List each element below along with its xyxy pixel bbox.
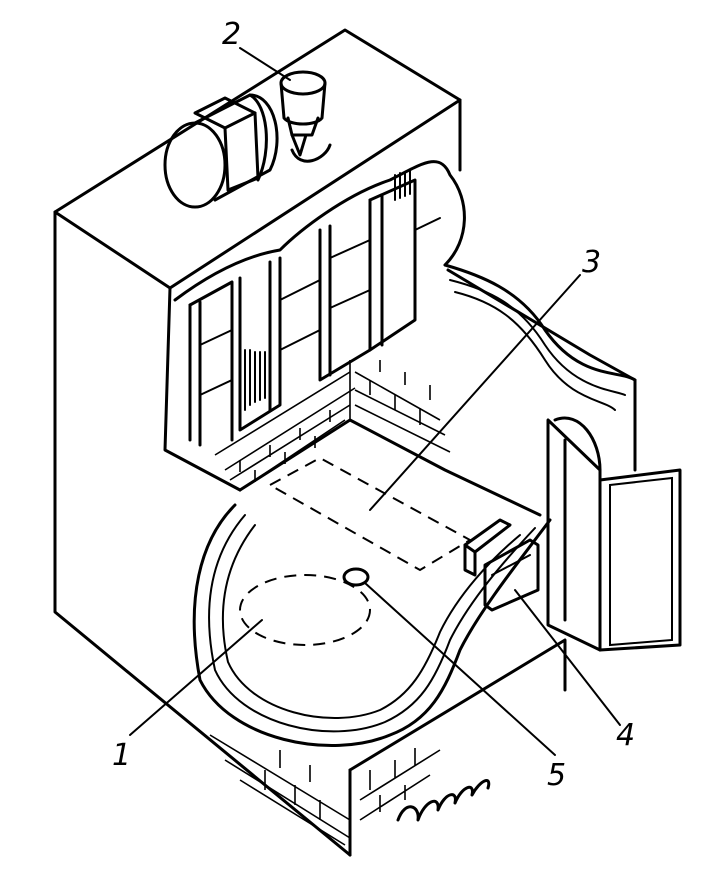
- callout-3: 3: [582, 245, 601, 280]
- brick-base: [209, 734, 491, 846]
- burner-fan-unit: [163, 70, 332, 209]
- callout-2: 2: [222, 17, 241, 52]
- leader-lines: [129, 47, 621, 756]
- radiant-chamber: [173, 160, 466, 447]
- callout-labels: 2 3 1 4 5: [112, 17, 635, 793]
- callout-1: 1: [112, 738, 131, 773]
- leader-1: [129, 619, 263, 736]
- leader-5: [364, 582, 556, 756]
- leader-4: [514, 589, 621, 726]
- leader-2: [239, 47, 291, 81]
- leader-3: [369, 274, 581, 511]
- furnace-body: [53, 28, 567, 857]
- callout-5: 5: [547, 758, 566, 793]
- brick-wall-back: [214, 360, 451, 491]
- hearth-cutaway: [192, 418, 552, 747]
- tray-outline: [267, 456, 473, 572]
- peephole-5: [342, 567, 370, 587]
- burner-zone-outline: [239, 574, 371, 646]
- side-wall-insulation: [443, 263, 682, 652]
- callout-4: 4: [616, 718, 635, 753]
